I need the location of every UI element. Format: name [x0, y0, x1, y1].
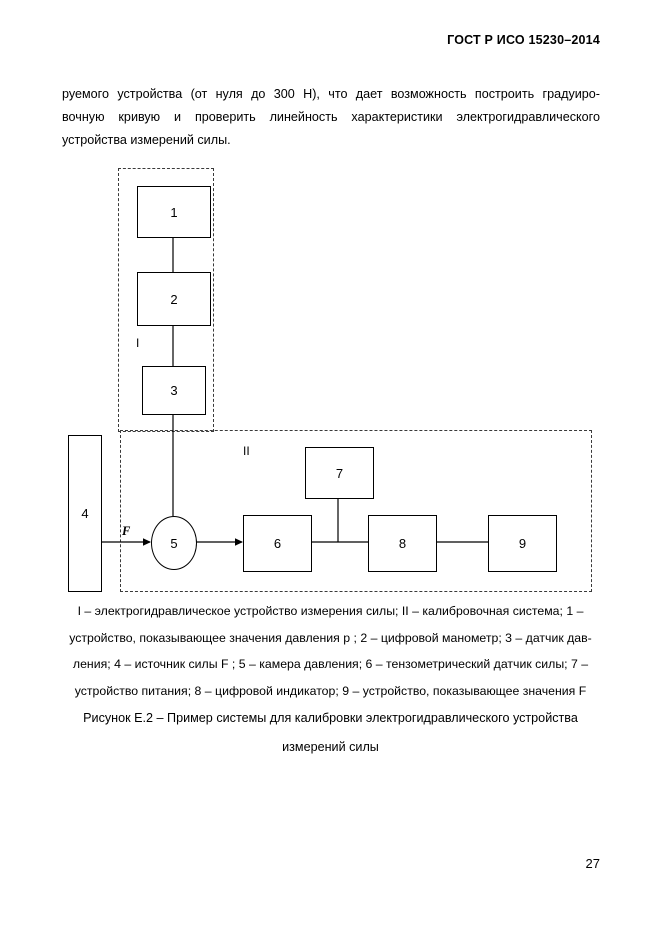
region-I-boundary — [118, 168, 214, 432]
diagram-node-6: 6 — [243, 515, 312, 572]
diagram-node-9: 9 — [488, 515, 557, 572]
diagram-node-1: 1 — [137, 186, 211, 238]
legend-line: устройство питания; 8 – цифровой индикат… — [74, 683, 587, 698]
legend-line: устройство, показывающее значения давлен… — [69, 630, 592, 645]
figure-caption-line: Рисунок Е.2 – Пример системы для калибро… — [83, 711, 578, 725]
document-header-title: ГОСТ Р ИСО 15230–2014 — [447, 33, 600, 47]
diagram-node-5: 5 — [151, 516, 197, 570]
body-line: устройства измерений силы. — [62, 133, 231, 147]
legend-line: I – электрогидравлическое устройство изм… — [77, 604, 584, 618]
calibration-system-diagram: I II F 1 2 3 4 5 6 7 8 9 — [0, 165, 661, 610]
arrowhead-4-5 — [143, 538, 151, 546]
body-paragraph: руемого устройства (от нуля до 300 Н), ч… — [62, 83, 600, 152]
diagram-node-2: 2 — [137, 272, 211, 326]
legend-line: ления; 4 – источник силы F ; 5 – камера … — [72, 657, 589, 671]
page-number: 27 — [585, 856, 600, 871]
figure-legend: I – электрогидравлическое устройство изм… — [40, 598, 621, 704]
diagram-node-8: 8 — [368, 515, 437, 572]
body-line: вочную кривую и проверить линейность хар… — [62, 110, 600, 124]
diagram-connectors — [100, 236, 488, 546]
region-II-label: II — [243, 444, 250, 458]
arrowhead-5-6 — [235, 538, 243, 546]
diagram-node-4: 4 — [68, 435, 102, 592]
body-line: руемого устройства (от нуля до 300 Н), ч… — [62, 87, 600, 101]
region-I-label: I — [136, 336, 140, 350]
figure-caption: Рисунок Е.2 – Пример системы для калибро… — [40, 704, 621, 762]
figure-caption-line: измерений силы — [282, 740, 379, 754]
force-F-label: F — [122, 524, 131, 538]
diagram-node-3: 3 — [142, 366, 206, 415]
diagram-node-7: 7 — [305, 447, 374, 499]
region-II-boundary — [120, 430, 592, 592]
